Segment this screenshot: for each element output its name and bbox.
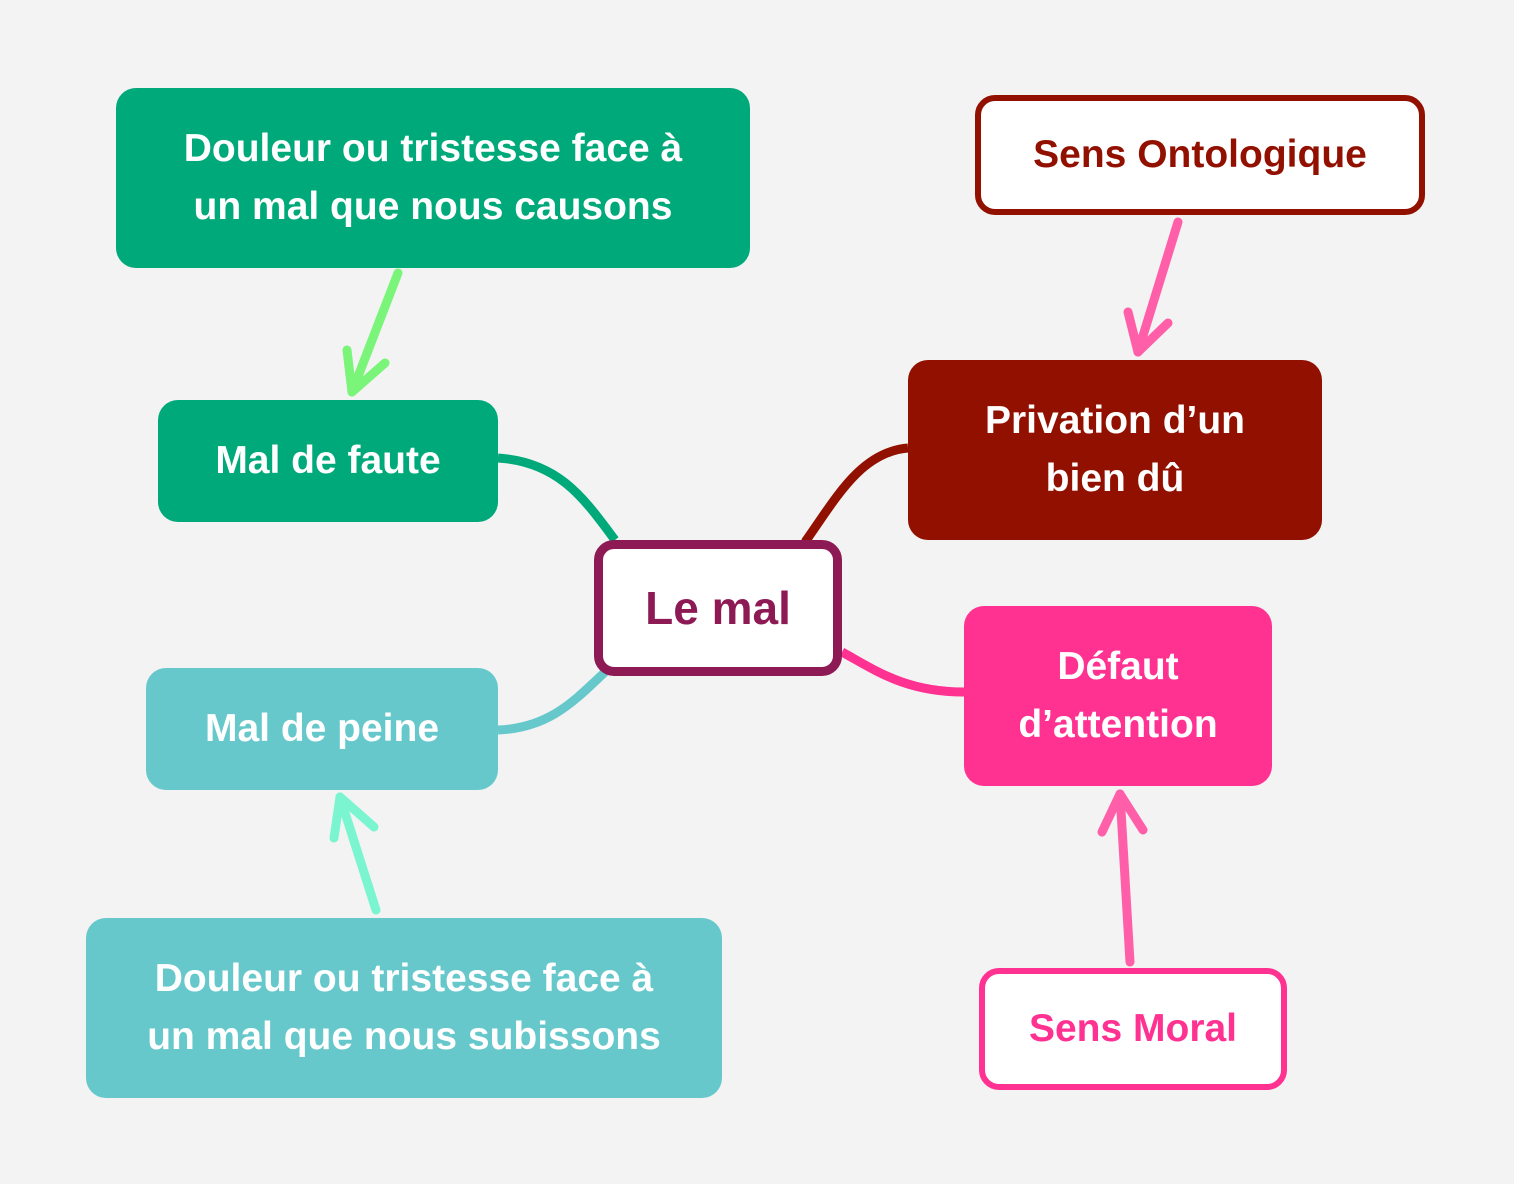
node-defaut-attention[interactable]: Défaut d’attention	[964, 606, 1272, 786]
link-privation	[801, 443, 909, 545]
node-peine-description[interactable]: Douleur ou tristesse face à un mal que n…	[86, 918, 722, 1098]
arrow-ontologique	[1123, 217, 1183, 357]
label: Sens Moral	[1028, 1007, 1238, 1050]
arrow-faute-desc	[342, 268, 403, 397]
label: Sens Ontologique	[1033, 133, 1367, 176]
line: d’attention	[1018, 703, 1218, 746]
node-mal-de-peine[interactable]: Mal de peine	[146, 668, 498, 790]
link-peine	[497, 668, 609, 735]
line: Douleur ou tristesse face à	[183, 127, 683, 170]
arrow-peine-desc	[329, 792, 381, 915]
label: Mal de peine	[204, 707, 440, 750]
line: Privation d’un	[984, 399, 1245, 442]
label: Mal de faute	[215, 439, 441, 482]
link-faute	[497, 453, 619, 543]
node-privation[interactable]: Privation d’un bien dû	[908, 360, 1322, 540]
line: un mal que nous causons	[193, 185, 673, 228]
line: Douleur ou tristesse face à	[154, 957, 654, 1000]
line: bien dû	[1045, 457, 1185, 500]
node-le-mal[interactable]: Le mal	[594, 540, 842, 676]
link-defaut	[839, 648, 965, 697]
label: Le mal	[645, 582, 791, 634]
line: Défaut	[1057, 645, 1179, 688]
node-mal-de-faute[interactable]: Mal de faute	[158, 400, 498, 522]
line: un mal que nous subissons	[147, 1015, 661, 1058]
node-sens-moral[interactable]: Sens Moral	[979, 968, 1287, 1090]
node-faute-description[interactable]: Douleur ou tristesse face à un mal que n…	[116, 88, 750, 268]
arrow-moral	[1097, 789, 1148, 967]
node-sens-ontologique[interactable]: Sens Ontologique	[975, 95, 1425, 215]
